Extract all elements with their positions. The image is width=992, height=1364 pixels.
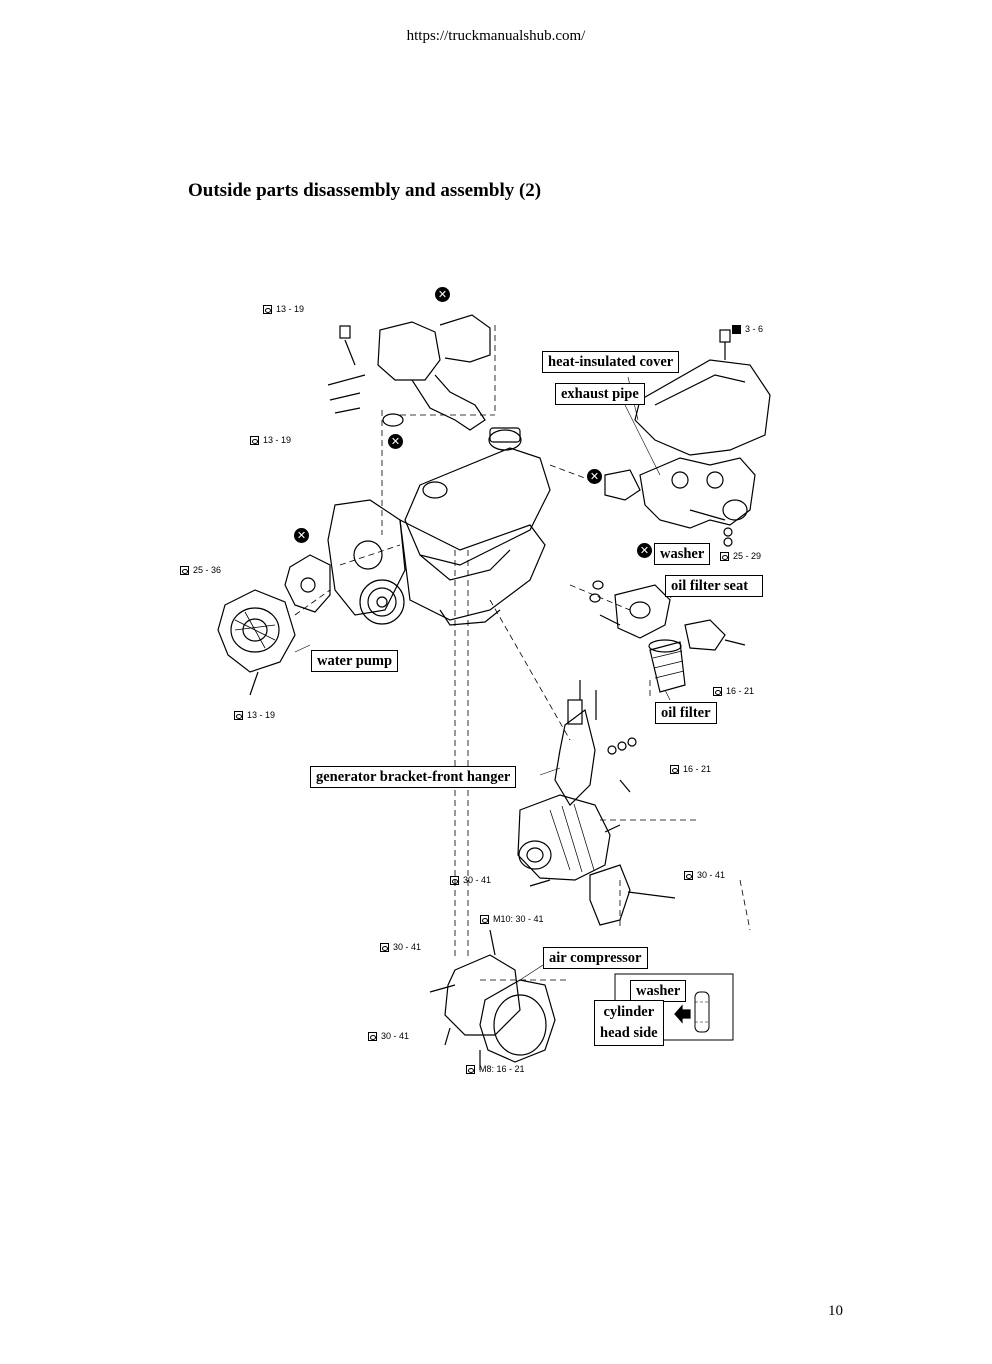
torque-callout: 16 - 21	[670, 764, 711, 774]
torque-callout: 13 - 19	[234, 710, 275, 720]
torque-wrench-icon	[466, 1064, 475, 1074]
torque-callout: 30 - 41	[684, 870, 725, 880]
label-heat-insulated-cover: heat-insulated cover	[542, 351, 680, 373]
replace-part-x-icon: ✕	[435, 287, 450, 302]
engine-line-drawing	[217, 314, 771, 1070]
torque-wrench-icon	[234, 710, 243, 720]
label-cylinder: cylinder	[603, 1004, 655, 1020]
torque-wrench-icon	[250, 435, 259, 445]
torque-wrench-icon	[670, 764, 679, 774]
page-number: 10	[828, 1303, 843, 1319]
torque-wrench-icon	[732, 324, 741, 334]
replace-part-x-icon: ✕	[294, 528, 309, 543]
label-exhaust-pipe: exhaust pipe	[555, 383, 645, 405]
label-water-pump: water pump	[311, 650, 399, 672]
torque-callout: M10: 30 - 41	[480, 914, 544, 924]
label-oil-filter-seat: oil filter seat	[665, 575, 763, 597]
source-url: https://truckmanualshub.com/	[406, 28, 586, 44]
torque-callout: 16 - 21	[713, 686, 754, 696]
label-generator-bracket-front-hanger: generator bracket-front hanger	[310, 766, 517, 788]
label-cylinder-head-side: cylinder head side	[594, 1000, 664, 1046]
torque-wrench-icon	[368, 1031, 377, 1041]
torque-wrench-icon	[380, 942, 389, 952]
torque-callout: 30 - 41	[380, 942, 421, 952]
torque-wrench-icon	[263, 304, 272, 314]
label-oil-filter: oil filter	[655, 702, 717, 724]
exploded-engine-diagram: heat-insulated cover exhaust pipe washer…	[150, 280, 800, 1130]
replace-part-x-icon: ✕	[637, 543, 652, 558]
torque-wrench-icon	[720, 551, 729, 561]
torque-wrench-icon	[480, 914, 489, 924]
section-heading: Outside parts disassembly and assembly (…	[188, 180, 542, 201]
torque-callout: 30 - 41	[450, 875, 491, 885]
replace-part-x-icon: ✕	[388, 434, 403, 449]
torque-wrench-icon	[180, 565, 189, 575]
label-head-side: head side	[600, 1025, 658, 1041]
torque-callout: M8: 16 - 21	[466, 1064, 525, 1074]
replace-part-x-icon: ✕	[587, 469, 602, 484]
torque-wrench-icon	[450, 875, 459, 885]
torque-callout: 25 - 36	[180, 565, 221, 575]
torque-callout: 25 - 29	[720, 551, 761, 561]
torque-callout: 13 - 19	[250, 435, 291, 445]
label-washer: washer	[654, 543, 711, 565]
torque-wrench-icon	[684, 870, 693, 880]
torque-callout: 13 - 19	[263, 304, 304, 314]
torque-wrench-icon	[713, 686, 722, 696]
label-washer-inset: washer	[630, 980, 687, 1002]
label-air-compressor: air compressor	[543, 947, 648, 969]
torque-callout: 3 - 6	[732, 324, 763, 334]
torque-callout: 30 - 41	[368, 1031, 409, 1041]
